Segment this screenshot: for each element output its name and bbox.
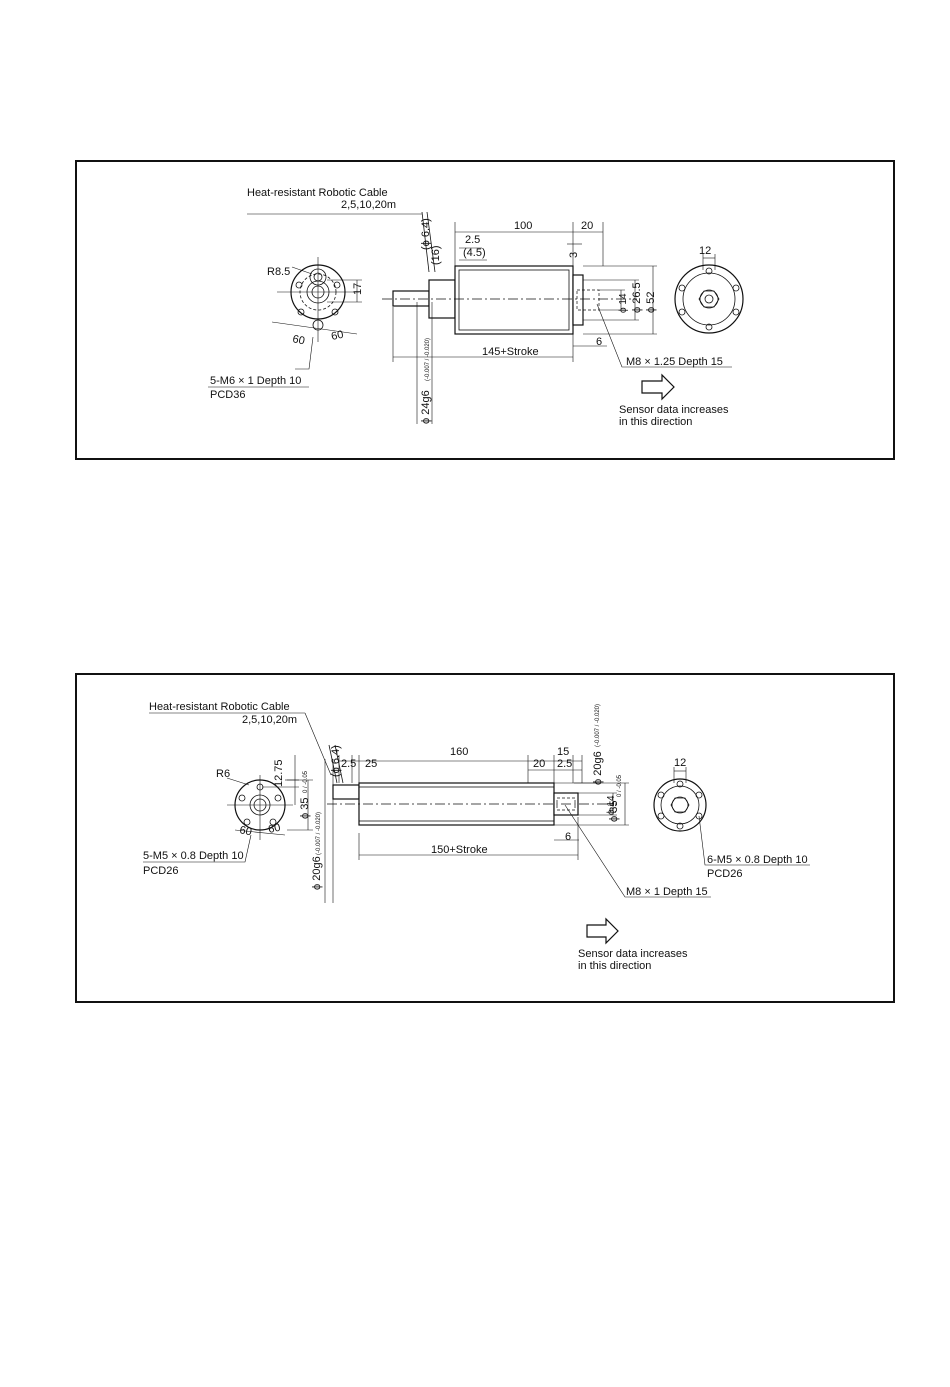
dim-2-5-right-label: 2.5 <box>557 758 572 770</box>
dim-160-label: 160 <box>450 746 468 758</box>
stroke-label: 150+Stroke <box>431 844 488 856</box>
dim-60-left-label: 60 <box>238 824 252 838</box>
dim-12-label: 12 <box>699 245 711 257</box>
r6-label: R6 <box>216 768 230 780</box>
sensor-text-1: Sensor data increases <box>619 404 729 416</box>
mount-label-right: 6-M5 × 0.8 Depth 10 <box>707 854 808 866</box>
dim-25-label: 25 <box>365 758 377 770</box>
left-end-view <box>271 257 362 370</box>
pcd-label-right: PCD26 <box>707 868 742 880</box>
cable-lengths: 2,5,10,20m <box>341 199 396 211</box>
dim-60-left-label: 60 <box>291 333 305 347</box>
phi52-label: ϕ 52 <box>645 292 657 313</box>
stroke-label: 145+Stroke <box>482 346 539 358</box>
drawing-frame-1: R8.5 17 60 60 5-M6 × 1 Depth 10 PCD36 <box>75 160 895 460</box>
cable-dia-label: (ϕ 6.4) <box>420 218 432 250</box>
sensor-direction-arrow-icon <box>586 917 619 945</box>
dim-20-label: 20 <box>581 220 593 232</box>
thread-label: M8 × 1 Depth 15 <box>626 886 708 898</box>
shaft-tol-label: (-0.007 / -0.020) <box>425 338 431 381</box>
dim-20-label: 20 <box>533 758 545 770</box>
pcd-label-left: PCD26 <box>143 865 178 877</box>
sensor-text-2: in this direction <box>578 960 651 972</box>
dim-15-label: 15 <box>557 746 569 758</box>
shaft-dia-label: ϕ 24g6 <box>420 390 432 424</box>
phi14-label: ϕ 14 <box>606 795 617 815</box>
dim-2-5-label: 2.5 <box>465 234 480 246</box>
dim-100-label: 100 <box>514 220 532 232</box>
cable-label: Heat-resistant Robotic Cable <box>247 187 388 199</box>
cable-label: Heat-resistant Robotic Cable <box>149 701 290 713</box>
dim-17-label: 17 <box>352 283 364 295</box>
dim-2-5-left-label: 2.5 <box>341 758 356 770</box>
dim-12-label: 12 <box>674 757 686 769</box>
cable-dia-label: (ϕ 6.4) <box>330 745 342 777</box>
shaft-tol-label: (-0.007 / -0.020) <box>316 812 322 855</box>
left-end-view <box>143 755 313 863</box>
mount-label-left: 5-M5 × 0.8 Depth 10 <box>143 850 244 862</box>
pcd-label: PCD36 <box>210 389 245 401</box>
dim-60-right-label: 60 <box>330 329 344 343</box>
sensor-text-2: in this direction <box>619 416 692 428</box>
side-view <box>149 712 711 903</box>
dim-16-label: (16) <box>430 245 442 265</box>
shaft-top-tol: (-0.007 / -0.020) <box>595 704 601 747</box>
phi35-left-label: ϕ 35 <box>299 798 311 819</box>
side-view <box>247 211 732 424</box>
dim-12-75-label: 12.75 <box>273 759 285 787</box>
drawing-2-svg: R6 12.75 ϕ 35 0 / -0.05 60 60 5-M5 × 0.8… <box>143 701 810 972</box>
dim-4-5-label: (4.5) <box>463 247 486 259</box>
phi35-right-tol: 0 / -0.05 <box>617 774 623 797</box>
dim-6-label: 6 <box>596 336 602 348</box>
sensor-text-1: Sensor data increases <box>578 948 688 960</box>
dim-6-label: 6 <box>565 831 571 843</box>
dim-3-label: 3 <box>568 252 580 258</box>
drawing-1-svg: R8.5 17 60 60 5-M6 × 1 Depth 10 PCD36 <box>208 187 744 428</box>
phi26-5-label: ϕ 26.5 <box>631 282 643 313</box>
thread-label: M8 × 1.25 Depth 15 <box>626 356 723 368</box>
r8-5-label: R8.5 <box>267 266 290 278</box>
phi35-left-tol: 0 / -0.05 <box>303 770 309 793</box>
phi35-right-label: ϕ 35 <box>608 801 620 822</box>
shaft-dia-label: ϕ 20g6 <box>311 856 323 890</box>
right-end-view <box>674 254 744 334</box>
cable-lengths: 2,5,10,20m <box>242 714 297 726</box>
shaft-top-label: ϕ 20g6 <box>592 751 604 785</box>
drawing-frame-2: R6 12.75 ϕ 35 0 / -0.05 60 60 5-M5 × 0.8… <box>75 673 895 1003</box>
dim-60-right-label: 60 <box>267 822 281 836</box>
phi14-label: ϕ 14 <box>618 293 629 313</box>
mount-label: 5-M6 × 1 Depth 10 <box>210 375 301 387</box>
sensor-direction-arrow-icon <box>641 373 675 401</box>
right-end-view <box>653 767 810 866</box>
